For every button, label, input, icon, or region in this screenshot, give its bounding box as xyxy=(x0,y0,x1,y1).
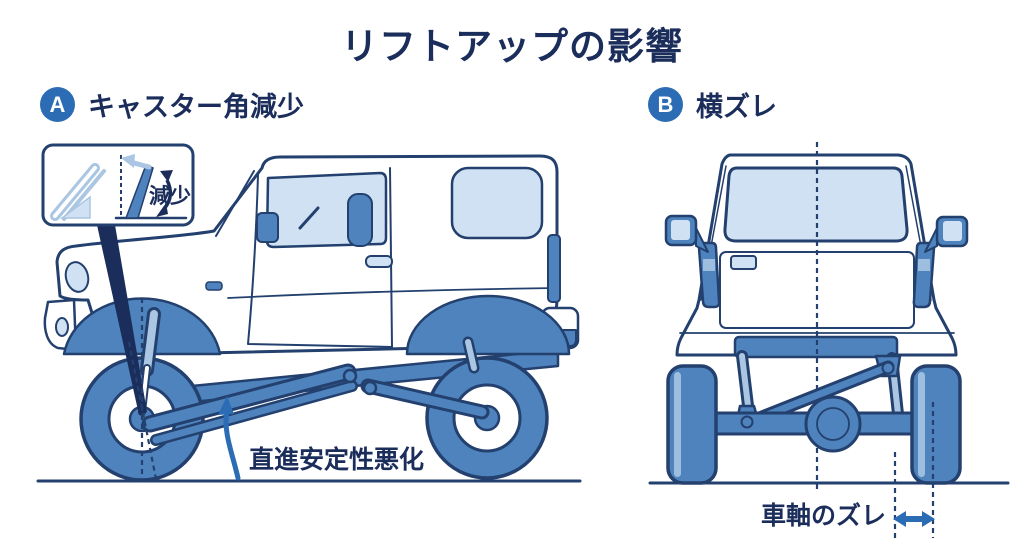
rear-view-wheel-right xyxy=(910,364,962,485)
inset-caption: 減少 xyxy=(149,184,191,208)
side-mirror xyxy=(256,212,279,243)
caster-inset-box: 減少 xyxy=(41,143,195,227)
page-title: リフトアップの影響 xyxy=(341,26,683,67)
rear-wheel xyxy=(425,356,549,480)
inset-pointer xyxy=(97,225,147,415)
mirror-right-glass xyxy=(943,221,962,241)
tail-light-right xyxy=(912,241,936,309)
stability-annotation: 直進安定性悪化 xyxy=(249,446,425,474)
inset-strut-wedge xyxy=(125,164,154,219)
caster-lines xyxy=(127,298,158,480)
axle-offset-arrow xyxy=(893,511,935,527)
inset-tilt-arrow xyxy=(121,154,135,168)
seat-headrest xyxy=(347,193,373,247)
panel-b-badge: B xyxy=(648,87,683,122)
tail-light-left-lens xyxy=(703,259,715,271)
fender-vent xyxy=(205,281,223,291)
tail-light-right-lens xyxy=(918,259,930,271)
quarter-window xyxy=(450,166,544,240)
panel-a-title: キャスター角減少 xyxy=(88,92,304,122)
differential xyxy=(804,395,862,453)
stability-arrow xyxy=(218,396,241,481)
headlight xyxy=(64,261,90,293)
axle-offset-guides xyxy=(893,402,935,538)
rear-wheel-well xyxy=(405,294,571,356)
tail-lamp-side xyxy=(547,234,561,303)
suspension-rear xyxy=(710,350,922,453)
steering-column xyxy=(298,206,320,230)
side-view-diagram: 減少 xyxy=(36,143,582,483)
panel-a-badge: A xyxy=(40,87,75,122)
door-handle xyxy=(365,255,393,268)
rear-view-diagram xyxy=(648,142,1010,538)
rear-view-wheel-left xyxy=(666,364,718,485)
arm-bolt-rear xyxy=(362,380,378,396)
suspension-side xyxy=(138,307,490,446)
panel-a-header: A キャスター角減少 xyxy=(40,85,304,124)
tailgate-handle xyxy=(730,255,757,270)
arm-bolt-front xyxy=(342,368,358,384)
axle-offset-annotation: 車軸のズレ xyxy=(761,502,887,530)
tail-light-left xyxy=(697,241,721,309)
fog-light xyxy=(55,317,69,337)
rear-bumper xyxy=(733,335,899,359)
panel-b-header: B 横ズレ xyxy=(648,85,777,124)
mirror-left-glass xyxy=(671,220,690,240)
panel-b-title: 横ズレ xyxy=(696,92,777,122)
rear-window xyxy=(723,166,909,243)
